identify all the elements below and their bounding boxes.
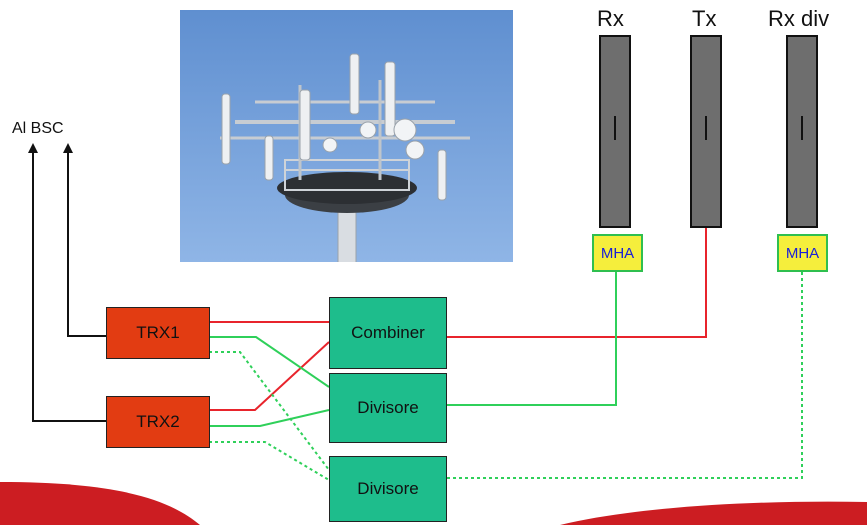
bsc-label: Al BSC bbox=[12, 120, 64, 137]
antenna-rx-div bbox=[786, 35, 818, 228]
trx1-unit: TRX1 bbox=[106, 307, 210, 359]
antenna-rx-div-mark bbox=[801, 116, 803, 141]
antenna-rx bbox=[599, 35, 631, 228]
antenna-label-rx: Rx bbox=[597, 6, 624, 31]
divisore-unit-2: Divisore bbox=[329, 456, 447, 522]
cell-tower-photo bbox=[180, 10, 513, 262]
mha-rx-div: MHA bbox=[777, 234, 828, 272]
rx-div-lines bbox=[209, 272, 803, 481]
bsc-arrow-2 bbox=[32, 150, 106, 422]
arrowhead-1 bbox=[63, 143, 73, 153]
mha-rx: MHA bbox=[592, 234, 643, 272]
bsc-arrow-1 bbox=[67, 150, 106, 337]
antenna-rx-mark bbox=[614, 116, 616, 141]
arrowhead-2 bbox=[28, 143, 38, 153]
red-banner-left bbox=[0, 482, 200, 525]
cell-tower-illustration bbox=[220, 53, 470, 262]
trx2-unit: TRX2 bbox=[106, 396, 210, 448]
antenna-tx bbox=[690, 35, 722, 228]
rx-lines bbox=[209, 272, 617, 427]
combiner-unit: Combiner bbox=[329, 297, 447, 369]
antenna-label-rx-div: Rx div bbox=[768, 6, 830, 31]
tx-lines bbox=[209, 227, 707, 411]
divisore-unit-1: Divisore bbox=[329, 373, 447, 443]
antenna-tx-mark bbox=[705, 116, 707, 141]
red-banner-right bbox=[560, 501, 867, 525]
antenna-label-tx: Tx bbox=[692, 6, 717, 31]
